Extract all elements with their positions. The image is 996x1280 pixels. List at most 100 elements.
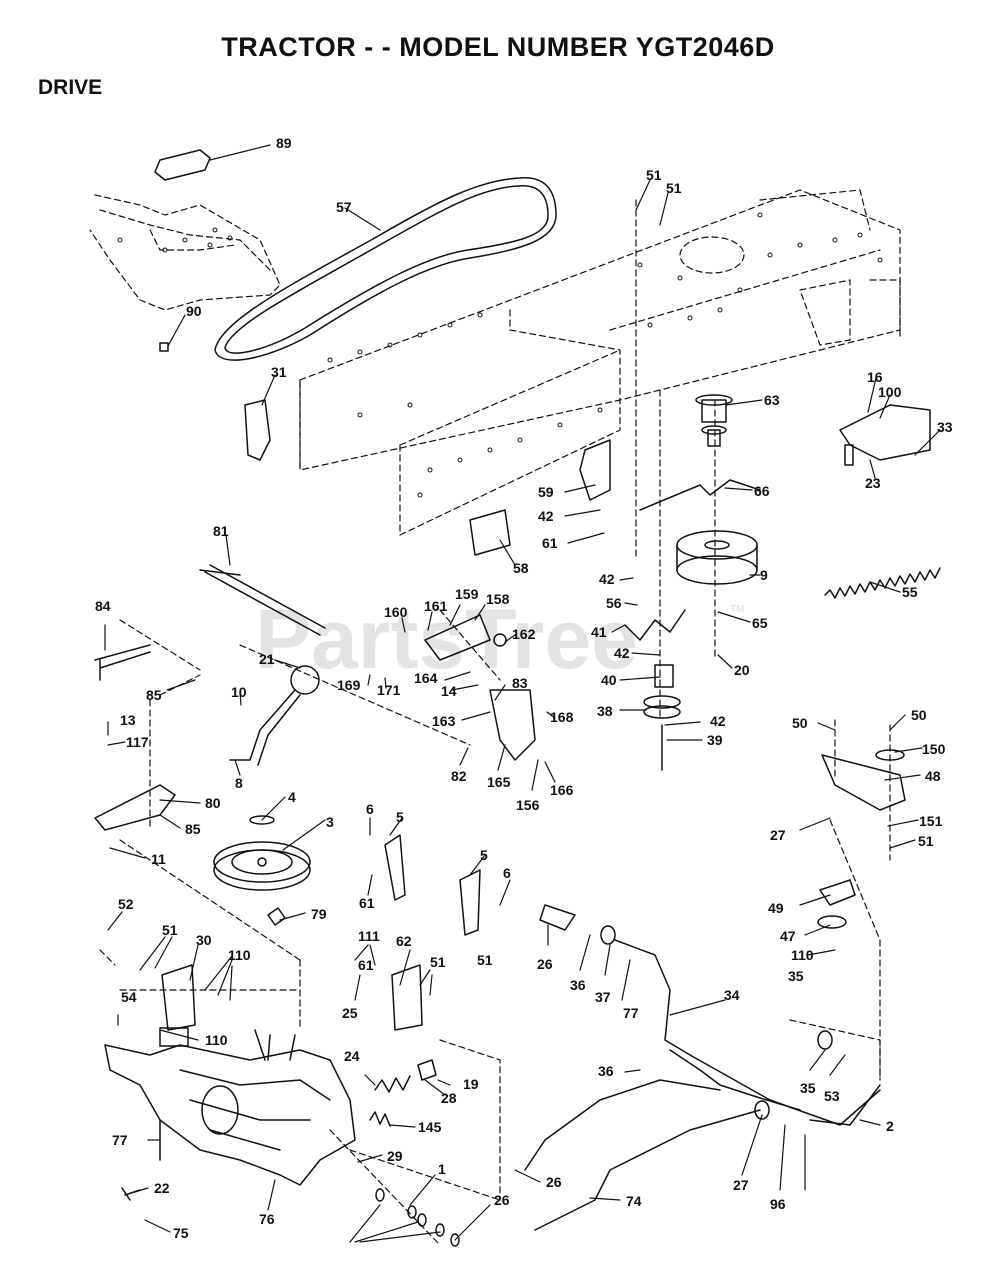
callout: 16	[867, 369, 883, 385]
callout: 89	[276, 135, 292, 151]
part-63-pulley	[695, 394, 733, 447]
part-10-lever	[229, 689, 301, 766]
frame-holes	[117, 212, 883, 498]
callout: 158	[486, 591, 510, 607]
callout: 85	[146, 687, 162, 703]
part-28-rod	[524, 1079, 721, 1171]
part-34-rod	[614, 939, 881, 1126]
callout: 29	[387, 1148, 403, 1164]
callout: 74	[626, 1193, 642, 1209]
part-36-washer-2	[817, 1030, 833, 1050]
part-57-belt	[214, 177, 557, 361]
callout: 51	[430, 954, 446, 970]
callout: 21	[259, 651, 275, 667]
part-84-rod	[94, 644, 151, 681]
callout: 55	[902, 584, 918, 600]
callout: 11	[151, 851, 166, 867]
callout: 82	[451, 768, 467, 784]
callout: 145	[418, 1119, 442, 1135]
part-162-washer	[493, 633, 507, 647]
callout: 52	[118, 896, 134, 912]
callout: 42	[599, 571, 615, 587]
part-36-washer	[600, 925, 616, 945]
callout: 161	[424, 598, 448, 614]
callout: 51	[646, 167, 662, 183]
callout: 76	[259, 1211, 275, 1227]
part-24-bushing	[417, 1059, 437, 1081]
callout: 110	[205, 1032, 228, 1048]
callout: 28	[441, 1090, 457, 1106]
callout: 58	[513, 560, 529, 576]
part-26-washer	[754, 1100, 770, 1120]
callout: 13	[120, 712, 136, 728]
callout: 83	[512, 675, 528, 691]
frame-outline	[89, 189, 901, 1246]
callout: 49	[768, 900, 784, 916]
callout: 96	[770, 1196, 786, 1212]
part-62-grip	[539, 904, 576, 931]
callout: 36	[570, 977, 586, 993]
callout: 26	[494, 1192, 510, 1208]
callout: 160	[384, 604, 408, 620]
callout: 100	[878, 384, 902, 400]
callout: 42	[710, 713, 726, 729]
part-53-rod	[809, 1084, 881, 1126]
callout: 163	[432, 713, 456, 729]
callout: 61	[359, 895, 375, 911]
watermark: PartsTree	[255, 592, 638, 686]
part-21-knob	[290, 665, 320, 695]
callout: 27	[733, 1177, 749, 1193]
callout: 164	[414, 670, 438, 686]
callout: 66	[754, 483, 770, 499]
callout: 85	[185, 821, 201, 837]
callout: 10	[231, 684, 247, 700]
callout: 159	[455, 586, 479, 602]
callout: 23	[865, 475, 881, 491]
part-75-washers	[375, 1188, 460, 1247]
callout: 77	[623, 1005, 639, 1021]
part-4-key	[249, 815, 275, 825]
callout: 33	[937, 419, 953, 435]
part-59-bracket	[579, 439, 611, 501]
part-37-shaft	[669, 1049, 801, 1111]
part-150-pulley	[875, 749, 905, 761]
callout: 54	[121, 989, 137, 1005]
callout: 168	[550, 709, 574, 725]
part-30-bracket	[161, 964, 196, 1031]
callout: 165	[487, 774, 511, 790]
callout: 26	[546, 1174, 562, 1190]
callout: 110	[791, 947, 814, 963]
callout: 61	[358, 957, 374, 973]
callout: 2	[886, 1118, 894, 1134]
callout: 51	[162, 922, 178, 938]
part-58-plate	[469, 509, 511, 556]
part-1-transaxle	[104, 1029, 356, 1186]
callout: 63	[764, 392, 780, 408]
part-81-rod	[199, 564, 326, 636]
part-9-clutch	[676, 530, 758, 585]
callout: 6	[366, 801, 374, 817]
part-31-shield	[244, 399, 271, 461]
part-96-pin	[121, 1187, 141, 1201]
callout: 111	[358, 928, 380, 944]
callout: 48	[925, 768, 941, 784]
callout: 50	[911, 707, 927, 723]
watermark-trademark: TM	[730, 604, 744, 615]
callout: 151	[919, 813, 943, 829]
callout: 22	[154, 1180, 170, 1196]
part-159-link	[424, 614, 491, 661]
part-49-bracket	[819, 879, 856, 906]
callout: 26	[537, 956, 553, 972]
part-3-pulley	[213, 841, 311, 891]
part-47-pulley	[817, 915, 847, 929]
callout: 79	[311, 906, 327, 922]
section-title: DRIVE	[38, 76, 103, 99]
callout: 81	[213, 523, 229, 539]
callout: 75	[173, 1225, 189, 1241]
part-2-spring	[369, 1111, 391, 1127]
callout: 19	[463, 1076, 479, 1092]
callout: 31	[271, 364, 287, 380]
callout: 27	[770, 827, 786, 843]
callout: 110	[228, 947, 251, 963]
